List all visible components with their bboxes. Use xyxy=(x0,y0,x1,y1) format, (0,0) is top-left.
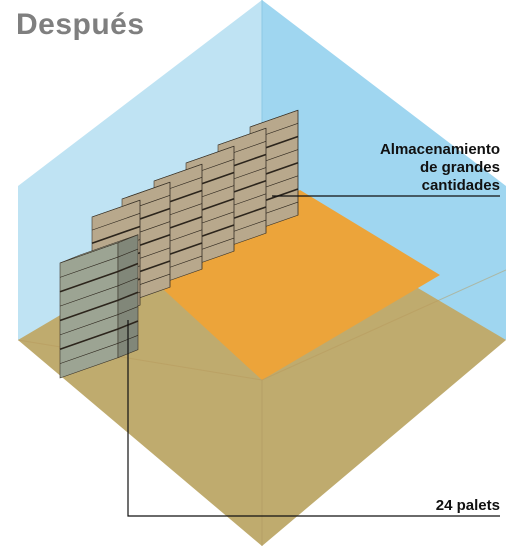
stack-1-layer-line xyxy=(59,262,139,293)
stack-2-layer-line xyxy=(91,225,141,245)
stack-1-layer-line xyxy=(59,248,139,278)
stack-3-top xyxy=(121,181,171,200)
bulk-storage-label-2: de grandes xyxy=(420,159,500,176)
stack-1-layer-line xyxy=(59,291,139,322)
stack-6-top xyxy=(217,127,267,146)
stack-2-layer-line xyxy=(91,213,141,231)
stack-1-layer-line xyxy=(59,306,139,336)
stack-1-layer-line xyxy=(59,320,139,351)
stack-1-top xyxy=(59,234,139,264)
stack-5-top xyxy=(185,145,235,164)
bulk-storage-label-1: Almacenamiento xyxy=(380,141,500,158)
stack-1-layer-line xyxy=(59,335,139,364)
stack-7-top xyxy=(249,109,299,128)
stack-1-layer-line xyxy=(59,277,139,307)
pallet-stacks xyxy=(59,109,299,379)
page-title: Después xyxy=(16,8,145,41)
bulk-storage-label-3: cantidades xyxy=(422,177,500,194)
stack-4-top xyxy=(153,163,203,182)
stack-2-top xyxy=(91,199,141,218)
pallets-label: 24 palets xyxy=(436,497,500,514)
pallets-leader xyxy=(127,320,500,517)
